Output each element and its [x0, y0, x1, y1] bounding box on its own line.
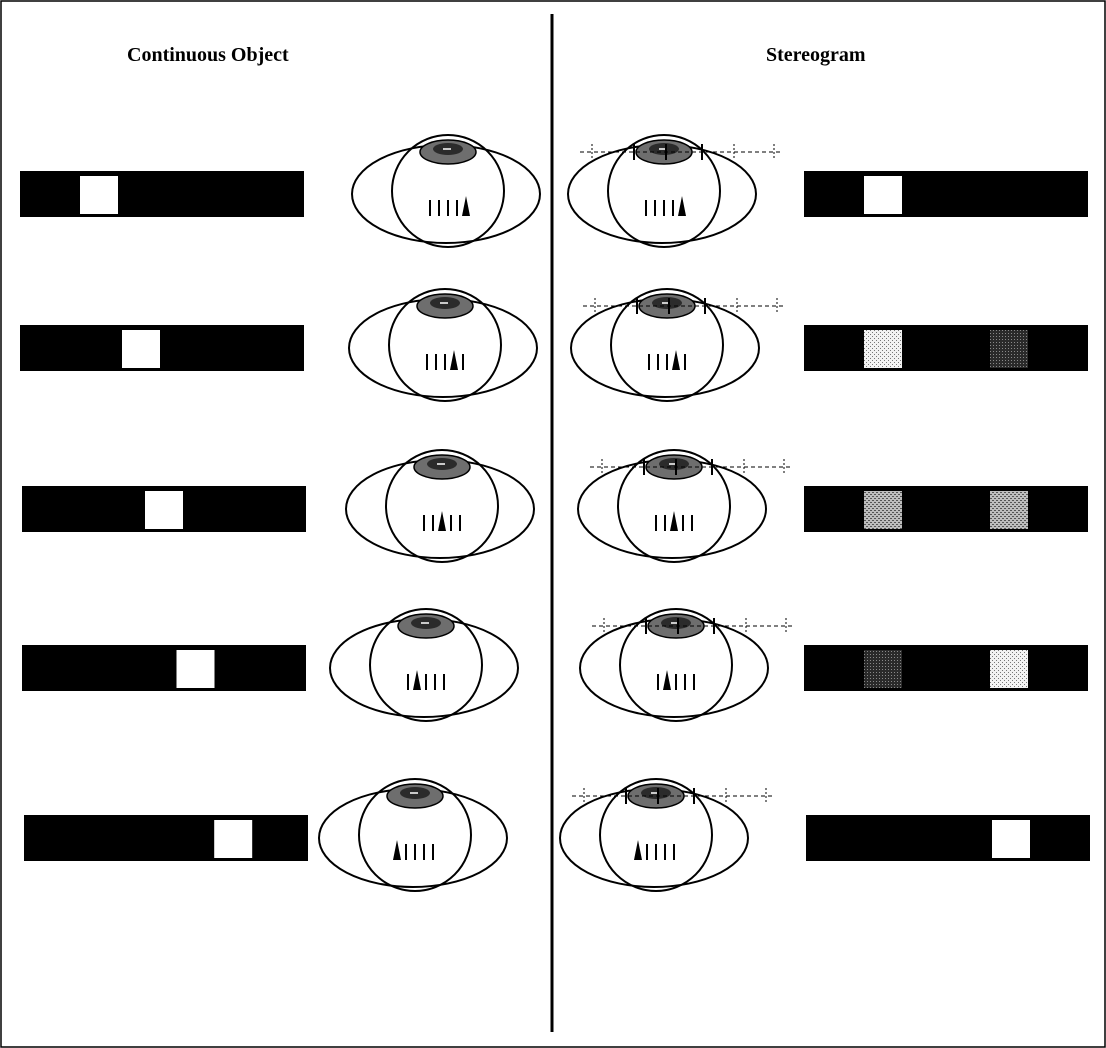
- continuous-light-square: [145, 491, 183, 529]
- eyeball: [607, 134, 721, 248]
- continuous-eye: [345, 449, 535, 563]
- eyeball: [619, 608, 733, 722]
- continuous-eye: [318, 778, 508, 892]
- stereogram-display-bar: [804, 486, 1088, 532]
- stereogram-light-square: [864, 650, 902, 688]
- stereogram-display-bar: [806, 815, 1090, 861]
- stereogram-bar-group: [806, 815, 1090, 861]
- continuous-eye: [351, 134, 541, 248]
- continuous-light-square: [176, 650, 215, 688]
- stereogram-eye: [570, 288, 783, 402]
- continuous-bar-group: [20, 325, 304, 371]
- eyeball: [358, 778, 472, 892]
- continuous-bar-group: [24, 815, 308, 861]
- retina-arrow-icon: [663, 670, 671, 690]
- stereogram-display-bar: [804, 325, 1088, 371]
- eyeball: [388, 288, 502, 402]
- continuous-bar-group: [22, 645, 306, 691]
- stereogram-light-square: [990, 491, 1028, 529]
- stereogram-display-bar: [804, 171, 1088, 217]
- retina-arrow-icon: [450, 350, 458, 370]
- continuous-display-bar: [24, 815, 308, 861]
- eyeball: [385, 449, 499, 563]
- continuous-display-bar: [20, 171, 304, 217]
- stereogram-light-square: [864, 491, 902, 529]
- stereogram-eye: [577, 449, 790, 563]
- retina-arrow-icon: [678, 196, 686, 216]
- retina-arrow-icon: [672, 350, 680, 370]
- retina-arrow-icon: [670, 511, 678, 531]
- stereogram-eye: [559, 778, 772, 892]
- retina-arrow-icon: [634, 840, 642, 860]
- continuous-object-title: Continuous Object: [127, 44, 289, 66]
- continuous-eye: [348, 288, 538, 402]
- stereogram-light-square: [992, 820, 1030, 858]
- eyeball: [369, 608, 483, 722]
- stereogram-bar-group: [804, 486, 1088, 532]
- stereogram-display-bar: [804, 645, 1088, 691]
- eyeball: [617, 449, 731, 563]
- stereogram-light-square: [990, 650, 1028, 688]
- stereogram-eye: [567, 134, 780, 248]
- continuous-light-square: [214, 820, 253, 858]
- eyeball: [610, 288, 724, 402]
- eyeball: [599, 778, 713, 892]
- stereogram-eye: [579, 608, 792, 722]
- continuous-display-bar: [20, 325, 304, 371]
- continuous-light-square: [122, 330, 160, 368]
- stereogram-title: Stereogram: [766, 44, 866, 66]
- stereogram-light-square: [990, 330, 1028, 368]
- rows-layer: [20, 134, 1090, 892]
- stereogram-light-square: [864, 330, 902, 368]
- retina-arrow-icon: [413, 670, 421, 690]
- continuous-display-bar: [22, 645, 306, 691]
- stereogram-light-square: [864, 176, 902, 214]
- stereogram-bar-group: [804, 645, 1088, 691]
- continuous-light-square: [80, 176, 118, 214]
- stereogram-bar-group: [804, 325, 1088, 371]
- continuous-bar-group: [20, 171, 304, 217]
- retina-arrow-icon: [462, 196, 470, 216]
- retina-arrow-icon: [393, 840, 401, 860]
- retina-arrow-icon: [438, 511, 446, 531]
- continuous-bar-group: [22, 486, 306, 532]
- stereogram-bar-group: [804, 171, 1088, 217]
- continuous-eye: [329, 608, 519, 722]
- eyeball: [391, 134, 505, 248]
